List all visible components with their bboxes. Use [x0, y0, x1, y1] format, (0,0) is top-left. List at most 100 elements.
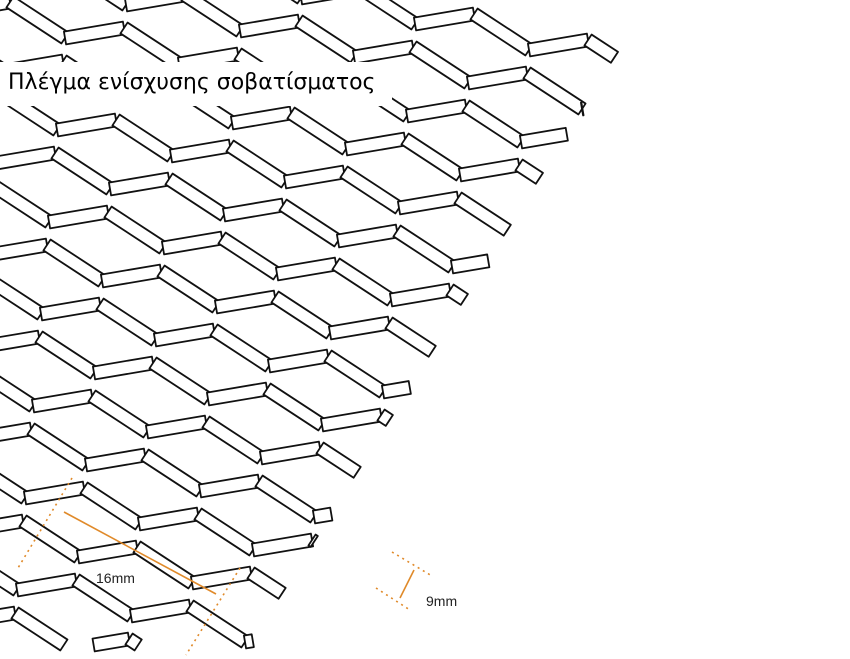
mesh-strand-segment — [458, 157, 521, 183]
mesh-strand-segment — [238, 13, 301, 39]
width-dimension-line — [399, 569, 415, 599]
mesh-strand-segment — [0, 513, 25, 533]
mesh-strand-segment — [0, 278, 46, 321]
mesh-strand-segment — [0, 421, 33, 442]
mesh-strand-segment — [103, 205, 168, 255]
mesh-strand-segment — [39, 296, 102, 322]
mesh-strand-segment — [384, 316, 437, 358]
mesh-strand-segment — [222, 197, 285, 223]
mesh-strand-segment — [307, 533, 319, 548]
mesh-strand-segment — [352, 39, 415, 65]
mesh-strand-segment — [169, 138, 232, 164]
mesh-strand-segment — [331, 257, 396, 307]
mesh-strand-segment — [294, 14, 359, 64]
mesh-strand-segment — [389, 282, 452, 308]
mesh-strand-segment — [320, 407, 383, 433]
mesh-strand-segment — [364, 0, 420, 31]
mesh-strand-segment — [15, 572, 78, 598]
mesh-strand-segment — [156, 264, 221, 314]
mesh-strand-segment — [164, 172, 229, 222]
mesh-strand-segment — [76, 539, 139, 565]
mesh-strand-segment — [148, 356, 213, 406]
mesh-strand-segment — [262, 382, 327, 432]
mesh-strand-segment — [461, 99, 526, 149]
mesh-strand-segment — [336, 223, 399, 249]
mesh-strand-segment — [145, 414, 208, 440]
width-extension-line-bottom — [375, 587, 411, 611]
mesh-strand-segment — [124, 0, 187, 13]
mesh-strand-segment — [79, 481, 144, 531]
title-background — [0, 62, 392, 106]
mesh-strand-segment — [18, 514, 83, 564]
mesh-strand-segment — [300, 0, 334, 6]
mesh-strand-segment — [0, 237, 49, 261]
mesh-strand-segment — [95, 297, 160, 347]
diagram-title: Πλέγμα ενίσχυσης σοβατίσματος — [8, 70, 376, 95]
mesh-strand-segment — [405, 98, 468, 124]
mesh-strand-segment — [275, 256, 338, 282]
length-extension-line-right — [185, 567, 241, 656]
mesh-strand-segment — [31, 388, 94, 414]
dimension-lines — [17, 477, 433, 656]
mesh-strand-segment — [209, 323, 274, 373]
strand-width-label: 9mm — [426, 593, 458, 609]
mesh-strand-segment — [323, 349, 388, 399]
mesh-strand-segment — [132, 540, 197, 590]
mesh-strand-segment — [180, 0, 245, 38]
mesh-strand-segment — [522, 66, 587, 116]
mesh-strand-segment — [161, 230, 224, 256]
mesh-strand-segment — [246, 566, 287, 600]
mesh-strand-segment — [91, 631, 131, 653]
mesh-strand-segment — [251, 532, 314, 558]
mesh-strand-segment — [225, 139, 290, 189]
mesh-strand-segment — [312, 506, 334, 525]
mesh-strand-segment — [42, 238, 107, 288]
mesh-strand-segment — [290, 0, 301, 5]
mesh-strand-segment — [328, 315, 391, 341]
mesh-strand-segment — [315, 441, 362, 479]
mesh-strand-segment — [450, 253, 491, 275]
mesh-strand-segment — [392, 224, 457, 274]
width-extension-line-top — [391, 551, 433, 577]
mesh-strand-segment — [111, 113, 176, 163]
mesh-strand-segment — [63, 20, 126, 46]
mesh-strand-segment — [50, 146, 115, 196]
mesh-strand-segment — [466, 65, 529, 91]
mesh-strand-segment — [0, 145, 57, 170]
mesh-strand-segment — [381, 380, 412, 400]
mesh-strand-segment — [0, 375, 38, 413]
mesh-strand-segment — [583, 33, 619, 64]
mesh-strand-segment — [100, 263, 163, 289]
mesh-strand-segment — [214, 289, 277, 315]
mesh-strand-segment — [400, 132, 465, 182]
mesh-strand-segment — [254, 474, 319, 524]
mesh-strand-segment — [339, 165, 404, 215]
mesh-strand-segment — [413, 6, 476, 32]
mesh-strand-segment — [469, 7, 534, 57]
mesh-strand-segment — [283, 164, 346, 190]
mesh-strand-segment — [92, 355, 155, 381]
strand-length-label: 16mm — [96, 570, 135, 586]
mesh-strand-segment — [55, 112, 118, 138]
mesh-strand-segment — [47, 204, 110, 230]
length-dimension-line — [63, 511, 217, 595]
mesh-strand-segment — [243, 633, 255, 650]
mesh-strands — [0, 0, 619, 653]
mesh-strand-segment — [286, 106, 351, 156]
mesh-strand-segment — [344, 131, 407, 157]
mesh-strand-segment — [376, 408, 394, 427]
mesh-strand-segment — [453, 191, 512, 237]
mesh-strand-segment — [445, 283, 469, 306]
mesh-strand-segment — [140, 448, 205, 498]
mesh-strand-segment — [270, 290, 335, 340]
mesh-strand-segment — [259, 440, 322, 466]
mesh-strand-segment — [580, 101, 585, 117]
mesh-strand-segment — [267, 348, 330, 374]
mesh-strand-segment — [193, 507, 258, 557]
mesh-strand-segment — [84, 447, 147, 473]
mesh-strand-segment — [34, 330, 99, 380]
mesh-strand-segment — [397, 190, 460, 216]
mesh-strand-segment — [519, 126, 569, 150]
mesh-strand-segment — [10, 606, 69, 652]
